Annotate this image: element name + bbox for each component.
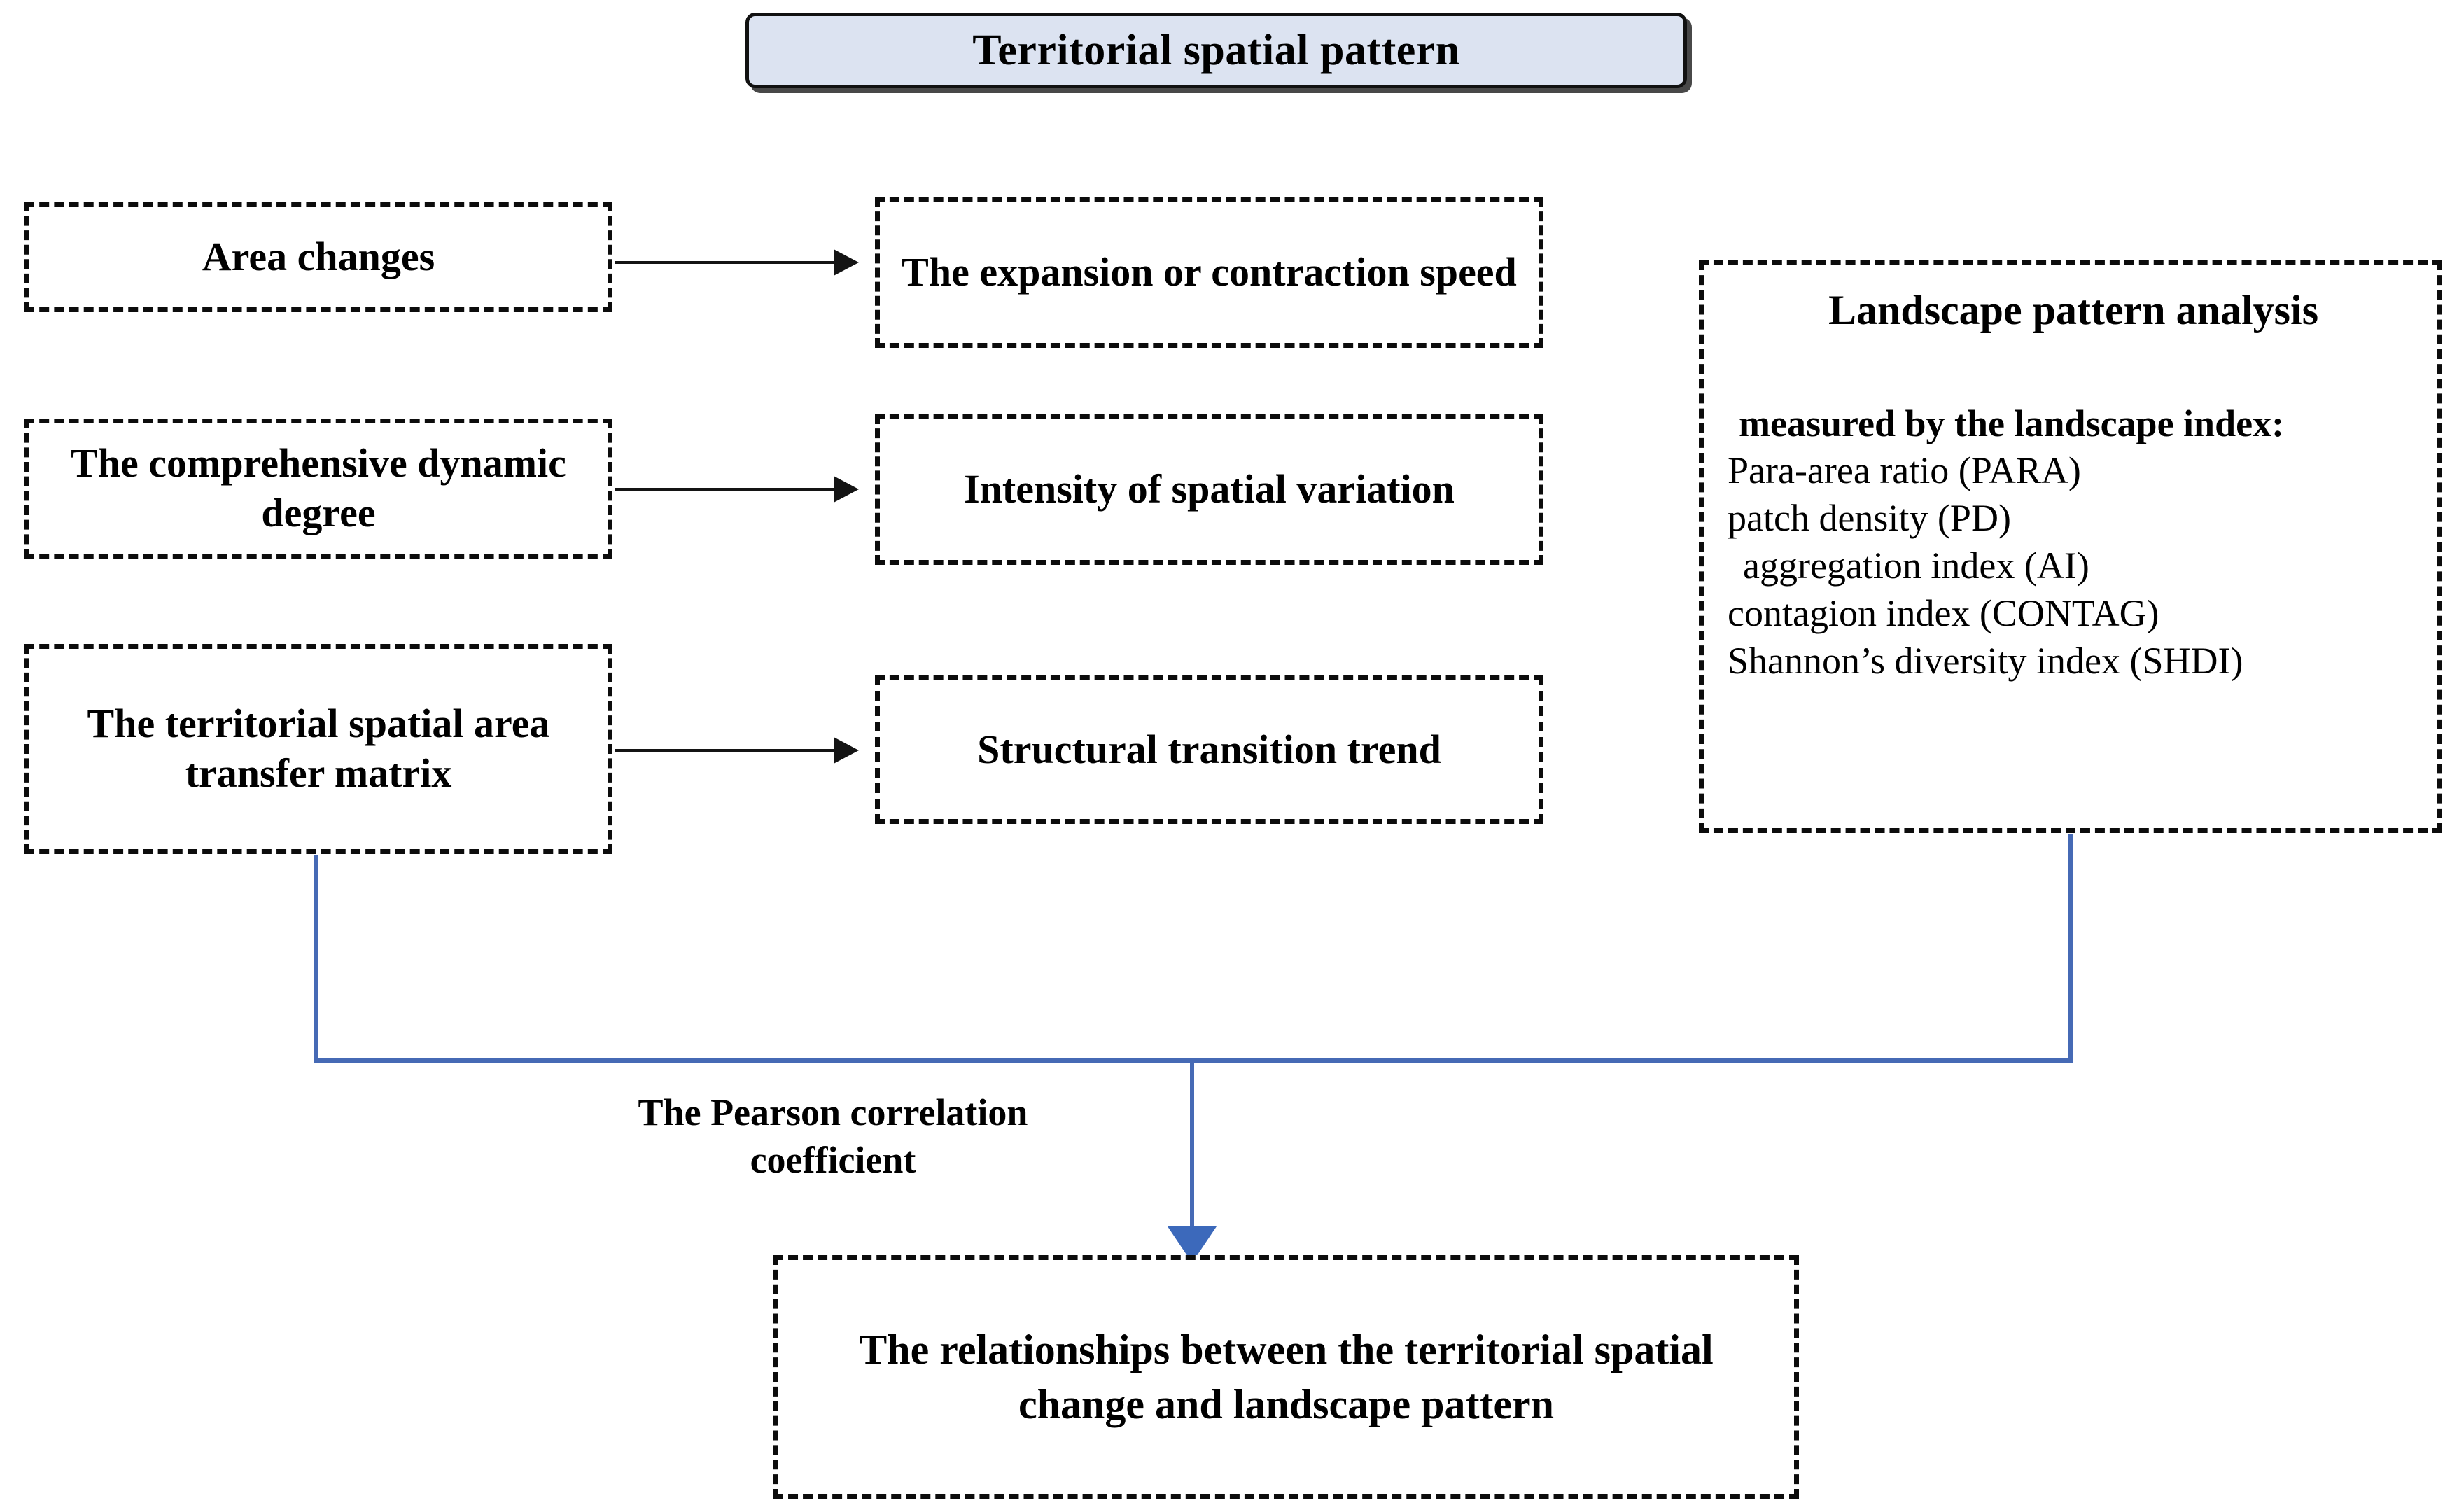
node-comprehensive-dynamic-degree-label: The comprehensive dynamic degree (71, 440, 566, 536)
pearson-correlation-label: The Pearson correlation coefficient (638, 1091, 1028, 1182)
node-landscape-pattern-analysis: Landscape pattern analysis measured by t… (1699, 260, 2442, 833)
node-territorial-spatial-area-transfer-matrix: The territorial spatial area transfer ma… (24, 644, 612, 854)
arrow-transfer-matrix-to-structural-trend (615, 749, 856, 752)
landscape-panel-title: Landscape pattern analysis (1828, 287, 2319, 333)
connector-blue-down-stem (1190, 1063, 1194, 1232)
node-expansion-contraction-speed: The expansion or contraction speed (875, 197, 1544, 348)
node-expansion-contraction-speed-label: The expansion or contraction speed (902, 249, 1517, 295)
connector-blue-right-stem (2068, 834, 2073, 1063)
node-intensity-of-spatial-variation: Intensity of spatial variation (875, 414, 1544, 565)
node-area-changes-label: Area changes (202, 233, 435, 279)
landscape-index-item: patch density (PD) (1728, 497, 2011, 540)
landscape-index-item: Para-area ratio (PARA) (1728, 449, 2081, 491)
diagram-title-text: Territorial spatial pattern (972, 26, 1460, 74)
node-intensity-of-spatial-variation-label: Intensity of spatial variation (964, 466, 1455, 512)
connector-blue-horizontal (314, 1058, 2073, 1063)
node-relationships-outcome: The relationships between the territoria… (774, 1255, 1799, 1499)
landscape-index-item: Shannon’s diversity index (SHDI) (1728, 640, 2244, 682)
landscape-panel-subtitle: measured by the landscape index: (1739, 402, 2285, 444)
diagram-title-box: Territorial spatial pattern (746, 13, 1687, 88)
connector-blue-left-stem (314, 855, 318, 1063)
landscape-index-item: contagion index (CONTAG) (1728, 592, 2160, 635)
node-structural-transition-trend-label: Structural transition trend (977, 726, 1441, 772)
node-area-changes: Area changes (24, 202, 612, 312)
node-structural-transition-trend: Structural transition trend (875, 676, 1544, 824)
node-territorial-spatial-area-transfer-matrix-label: The territorial spatial area transfer ma… (87, 701, 550, 796)
landscape-index-item: aggregation index (AI) (1743, 545, 2090, 587)
node-comprehensive-dynamic-degree: The comprehensive dynamic degree (24, 419, 612, 559)
landscape-index-list: Para-area ratio (PARA) patch density (PD… (1728, 447, 2419, 685)
node-relationships-outcome-label: The relationships between the territoria… (859, 1326, 1714, 1427)
arrow-dynamic-degree-to-intensity (615, 488, 856, 491)
arrow-area-changes-to-expansion-speed (615, 261, 856, 264)
